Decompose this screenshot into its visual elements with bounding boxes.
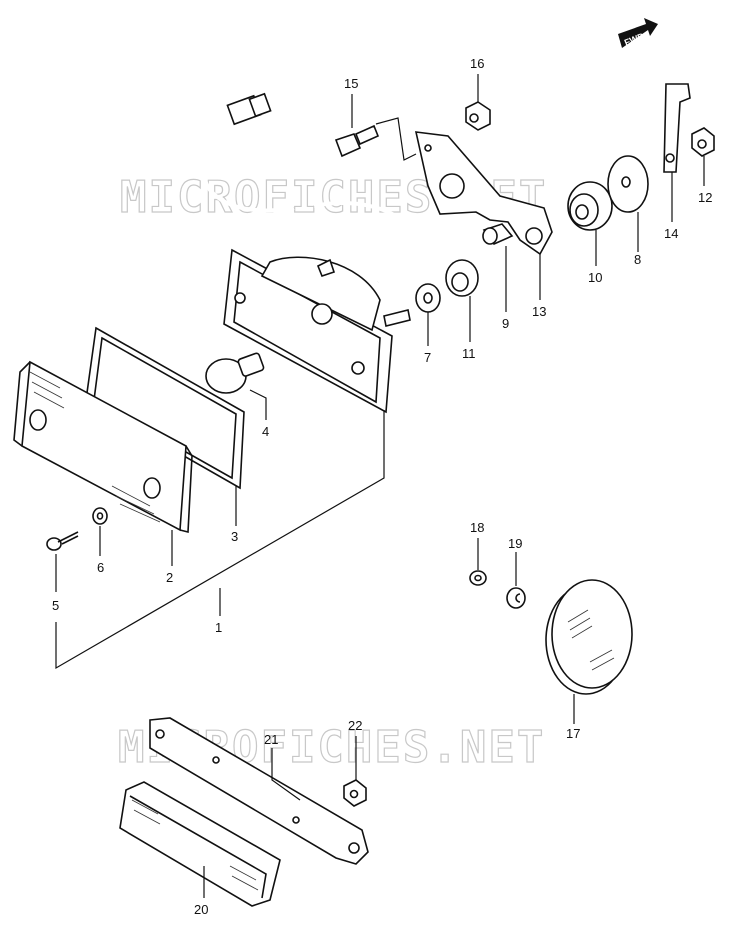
washer-6 <box>92 507 108 525</box>
lamp-housing <box>223 248 411 414</box>
bolt-15 <box>334 117 417 161</box>
wire-harness <box>200 92 417 284</box>
lens <box>13 360 193 534</box>
callout-5: 5 <box>52 598 59 613</box>
gasket <box>85 326 245 490</box>
callout-2: 2 <box>166 570 173 585</box>
callout-14: 14 <box>664 226 678 241</box>
screw <box>46 531 79 551</box>
callout-21: 21 <box>264 732 278 747</box>
callout-4: 4 <box>262 424 269 439</box>
grommet-10 <box>567 181 613 231</box>
clip-19 <box>506 587 526 609</box>
callout-19: 19 <box>508 536 522 551</box>
callout-20: 20 <box>194 902 208 917</box>
nut-12 <box>691 127 715 157</box>
callout-16: 16 <box>470 56 484 71</box>
callout-3: 3 <box>231 529 238 544</box>
callout-15: 15 <box>344 76 358 91</box>
nut-22 <box>343 779 367 807</box>
callout-labels: 1 2 3 4 5 6 7 8 9 10 11 12 13 14 15 16 1… <box>52 56 712 917</box>
leader-lines <box>55 74 705 898</box>
nut-16 <box>465 101 491 131</box>
collar-9 <box>482 223 514 245</box>
callout-6: 6 <box>97 560 104 575</box>
grommet-11 <box>445 259 479 297</box>
washer-7 <box>415 283 441 313</box>
callout-1: 1 <box>215 620 222 635</box>
callout-17: 17 <box>566 726 580 741</box>
callout-11: 11 <box>462 346 476 361</box>
fwd-arrow-icon: FWD <box>618 18 658 48</box>
callout-22: 22 <box>348 718 362 733</box>
callout-18: 18 <box>470 520 484 535</box>
reflector-17 <box>545 579 633 695</box>
stay-plate-21 <box>149 717 369 865</box>
callout-12: 12 <box>698 190 712 205</box>
bracket-13 <box>414 131 553 256</box>
stay-14 <box>663 83 691 173</box>
callout-9: 9 <box>502 316 509 331</box>
washer-18 <box>469 570 487 586</box>
callout-7: 7 <box>424 350 431 365</box>
bulb <box>205 352 265 394</box>
callout-10: 10 <box>588 270 602 285</box>
callout-8: 8 <box>634 252 641 267</box>
reflector-20 <box>119 781 281 907</box>
callout-13: 13 <box>532 304 546 319</box>
washer-8 <box>607 155 649 213</box>
